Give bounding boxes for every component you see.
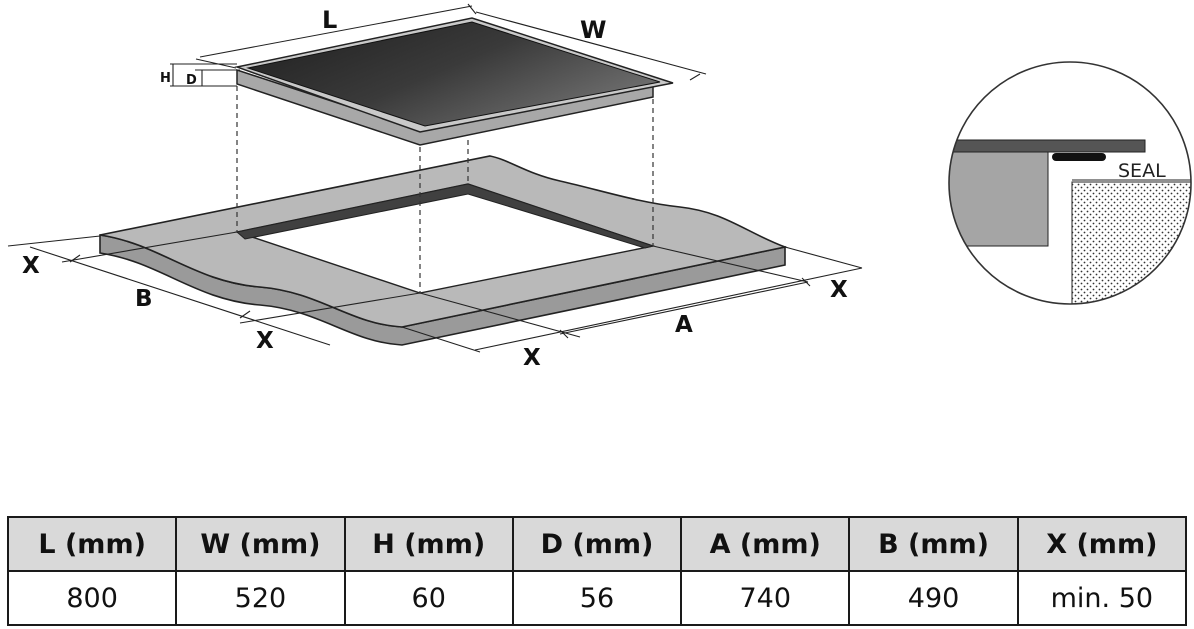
- seal-detail-border: [948, 61, 1192, 305]
- cutout-inner-wall: [235, 183, 655, 249]
- table-row: 800 520 60 56 740 490 min. 50: [6, 570, 1188, 626]
- value-B: 490: [848, 570, 1019, 626]
- installation-diagram: L W H D X B X X A X SEAL: [7, 3, 1192, 371]
- label-L: L: [322, 6, 337, 34]
- header-D: D (mm): [511, 516, 683, 572]
- seal-detail-seal: [1052, 153, 1106, 161]
- header-H: H (mm): [343, 516, 514, 572]
- dimension-lines: [7, 3, 863, 353]
- header-B: B (mm): [848, 516, 1019, 572]
- label-W: W: [580, 16, 606, 44]
- label-X-right: X: [830, 277, 848, 303]
- label-A: A: [675, 312, 693, 338]
- value-X: min. 50: [1016, 570, 1188, 626]
- label-X-left: X: [22, 253, 40, 279]
- seal-detail-glass: [949, 139, 1146, 153]
- label-H: H: [160, 71, 171, 86]
- seal-label: SEAL: [1118, 160, 1166, 182]
- header-X: X (mm): [1016, 516, 1188, 572]
- header-L: L (mm): [6, 516, 178, 572]
- label-X-front: X: [523, 345, 541, 371]
- hob-glass: [246, 21, 661, 127]
- table-header-row: L (mm) W (mm) H (mm) D (mm) A (mm) B (mm…: [6, 516, 1188, 572]
- hob: [234, 17, 674, 146]
- header-W: W (mm): [175, 516, 346, 572]
- label-D: D: [186, 73, 197, 88]
- seal-detail: SEAL: [948, 61, 1192, 305]
- label-X-front-left: X: [256, 328, 274, 354]
- projection-lines: [236, 86, 654, 293]
- value-A: 740: [680, 570, 851, 626]
- value-H: 60: [343, 570, 514, 626]
- dimensions-table: L (mm) W (mm) H (mm) D (mm) A (mm) B (mm…: [6, 516, 1188, 626]
- seal-detail-countertop: [1071, 181, 1191, 304]
- header-A: A (mm): [680, 516, 851, 572]
- countertop: [99, 155, 788, 346]
- value-W: 520: [175, 570, 346, 626]
- value-D: 56: [511, 570, 683, 626]
- value-L: 800: [6, 570, 178, 626]
- label-B: B: [135, 286, 153, 312]
- seal-detail-hob-body: [949, 151, 1049, 247]
